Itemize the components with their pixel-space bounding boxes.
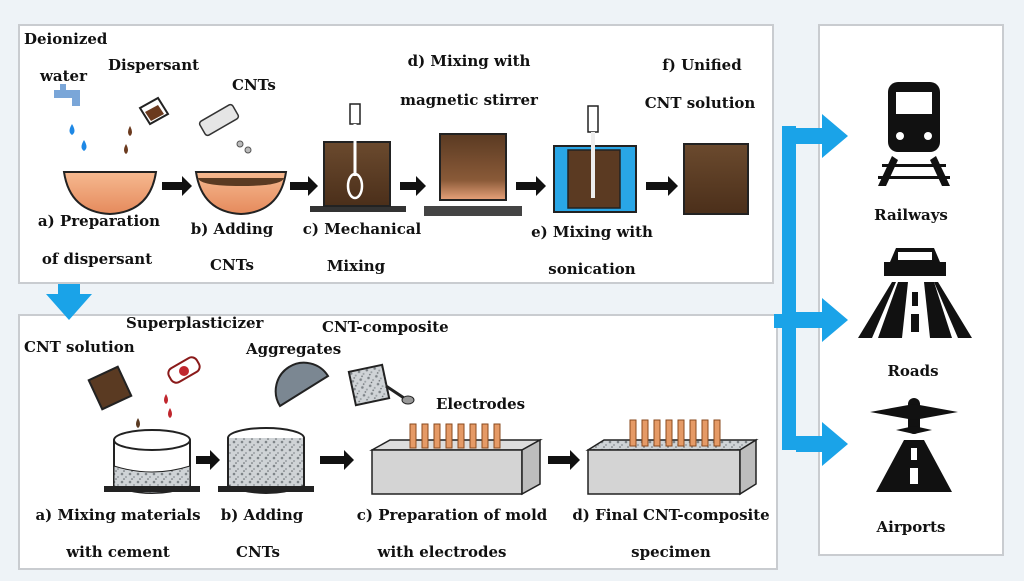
unified-solution-label-line2: CNT solution <box>644 94 756 112</box>
cnt-bowl-icon <box>194 171 288 216</box>
mixing-cylinder-icon <box>104 429 200 494</box>
mechanical-mixing-beaker <box>310 103 406 212</box>
mechanical-mixing-label-line2: Mixing <box>326 257 386 275</box>
mold-with-electrodes-icon <box>369 423 543 496</box>
final-specimen-label-line1: d) Final CNT-composite <box>572 506 770 524</box>
preparation-label-line2: of dispersant <box>41 250 153 268</box>
airports-label: Airports <box>876 518 946 536</box>
cnt-solution-preparation-panel <box>18 24 774 284</box>
sonication-label-line1: e) Mixing with <box>531 223 653 241</box>
cnt-container-icon <box>198 103 252 154</box>
cnt-solution-label: CNT solution <box>24 338 135 356</box>
dispersant-bowl-icon <box>62 171 158 216</box>
adding-cnts-bottom-label-line2: CNTs <box>236 543 280 561</box>
sonication-bath <box>553 105 637 213</box>
mechanical-mixing-label-line1: c) Mechanical <box>302 220 422 238</box>
final-specimen-icon <box>585 419 759 496</box>
process-arrow <box>162 176 678 196</box>
cnts-label: CNTs <box>232 76 276 94</box>
process-arrow <box>196 450 580 470</box>
dispersant-label: Dispersant <box>108 56 200 74</box>
application-connector <box>774 114 848 466</box>
car-road-icon <box>858 248 972 338</box>
final-specimen-label-line2: specimen <box>631 543 711 561</box>
unified-solution-label-line1: f) Unified <box>662 56 742 74</box>
water-drop-icon <box>69 124 87 151</box>
magnetic-stirrer-label-line1: d) Mixing with <box>407 52 531 70</box>
dispersant-drop-icon <box>124 126 132 154</box>
cnt-composite-label: CNT-composite <box>322 318 449 336</box>
water-label: water <box>40 67 88 85</box>
dispersant-beaker-icon <box>138 96 170 126</box>
mixing-materials-label-line1: a) Mixing materials <box>35 506 201 524</box>
cnt-composite-scoop-icon <box>347 363 415 407</box>
mold-preparation-label-line1: c) Preparation of mold <box>356 506 548 524</box>
faucet-icon <box>54 84 80 106</box>
electrodes-label: Electrodes <box>436 395 526 413</box>
magnetic-stirrer-label-line2: magnetic stirrer <box>400 91 538 109</box>
sonication-label-line2: sonication <box>548 260 636 278</box>
unified-solution-beaker <box>683 143 749 215</box>
superplasticizer-tube-icon <box>164 356 201 418</box>
airplane-runway-icon <box>870 398 958 492</box>
aggregates-label: Aggregates <box>246 340 342 358</box>
mold-preparation-label-line2: with electrodes <box>377 543 507 561</box>
magnetic-stirrer-beaker <box>424 133 522 216</box>
deionized-label: Deionized <box>24 30 108 48</box>
aggregates-scoop-icon <box>274 361 330 408</box>
adding-cnts-label-line2: CNTs <box>210 256 254 274</box>
adding-cnts-label-line1: b) Adding <box>190 220 274 238</box>
train-icon <box>878 82 950 186</box>
mixing-materials-label-line2: with cement <box>66 543 170 561</box>
down-arrow <box>46 284 92 320</box>
adding-cnts-bottom-label-line1: b) Adding <box>220 506 304 524</box>
roads-label: Roads <box>887 362 939 380</box>
adding-cylinder-icon <box>218 427 314 494</box>
preparation-label-line1: a) Preparation <box>37 212 161 230</box>
superplasticizer-label: Superplasticizer <box>126 314 264 332</box>
railways-label: Railways <box>874 206 948 224</box>
